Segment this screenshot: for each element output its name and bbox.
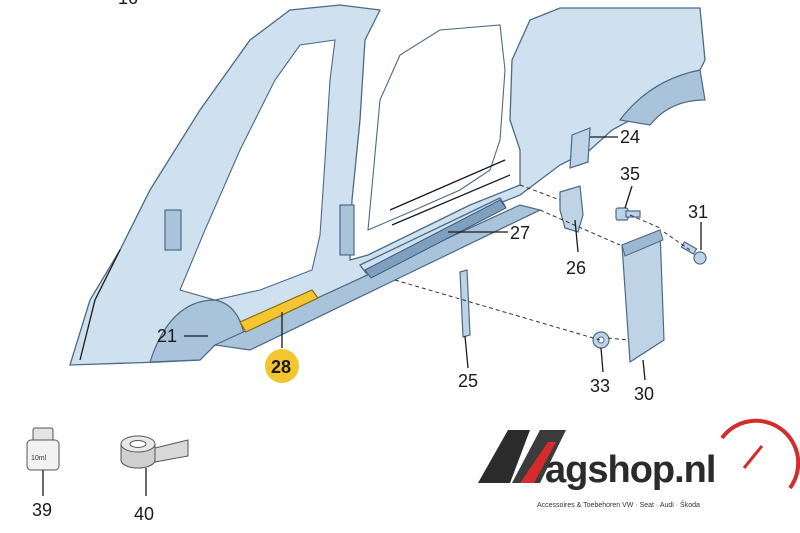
part-label-35: 35 <box>620 164 640 184</box>
part-label-24: 24 <box>620 127 640 147</box>
tape-roll-icon <box>120 435 189 469</box>
sill-rail <box>364 199 507 279</box>
part-28-highlight-badge <box>265 349 299 383</box>
sill-trim-strip <box>239 289 319 333</box>
speedometer-arc-icon <box>720 418 800 490</box>
logo-brand-text: agshop.nl <box>545 449 715 491</box>
vagshop-logo: agshop.nl Accessoires & Toebehoren VW · … <box>478 418 800 509</box>
part-label-40: 40 <box>134 504 154 524</box>
part-label-33: 33 <box>590 376 610 396</box>
leader-lines <box>184 136 702 381</box>
bottle-volume-text: 10ml <box>31 455 47 462</box>
part-label-30: 30 <box>634 384 654 404</box>
logo-v-mark <box>478 430 530 483</box>
screw-35-icon <box>615 207 641 221</box>
small-cover-plate <box>569 127 591 169</box>
part-label-16: 16 <box>118 0 138 8</box>
part-label-26: 26 <box>566 258 586 278</box>
part-label-25: 25 <box>458 371 478 391</box>
part-label-31: 31 <box>688 202 708 222</box>
bottle-10ml-icon: 10ml <box>26 427 60 471</box>
part-label-39: 39 <box>32 500 52 520</box>
bracket-clip <box>559 185 584 233</box>
side-panel-body <box>69 4 706 366</box>
vertical-strip <box>459 269 471 338</box>
rivet-33-icon <box>592 331 610 349</box>
part-label-27: 27 <box>510 223 530 243</box>
logo-tagline: Accessoires & Toebehoren VW · Seat · Aud… <box>537 500 700 509</box>
screw-31-icon <box>680 241 707 265</box>
assembly-guide-lines <box>394 184 691 341</box>
part-label-21: 21 <box>157 326 177 346</box>
part-label-28: 28 <box>271 357 291 377</box>
